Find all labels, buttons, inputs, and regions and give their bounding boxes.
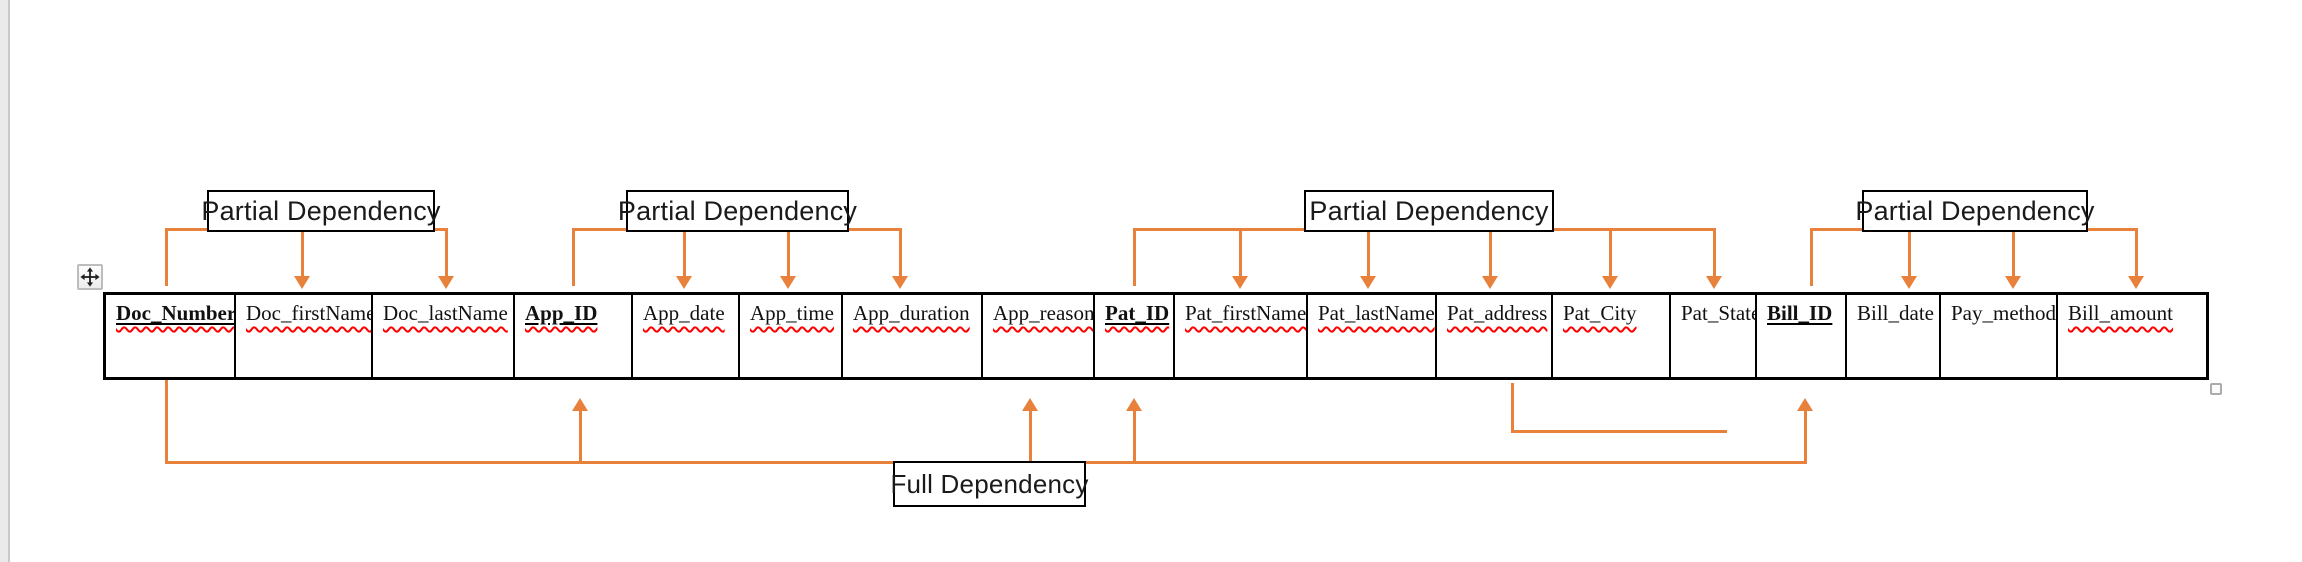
arrow-down-icon [438,276,454,289]
bracket-line [573,228,626,231]
connector-line [898,228,902,276]
bracket-line [1811,228,1862,231]
arrow-up-icon [572,398,588,411]
connector-line [1907,232,1911,276]
connector-line [300,232,304,276]
arrow-down-icon [1482,276,1498,289]
arrow-down-icon [780,276,796,289]
column-cell-Pat_firstName: Pat_firstName [1175,295,1308,377]
partial-dependency-box-pat: Partial Dependency [1304,190,1554,232]
partial-dependency-label: Partial Dependency [1309,195,1549,226]
connector-line [1488,232,1492,276]
connector-line [1803,410,1807,461]
arrow-up-icon [1797,398,1813,411]
arrow-down-icon [2128,276,2144,289]
move-icon [80,267,100,287]
connector-line [786,232,790,276]
arrow-down-icon [892,276,908,289]
column-cell-App_date: App_date [633,295,740,377]
connector-line [1028,410,1032,461]
column-cell-Pat_address: Pat_address [1437,295,1553,377]
table-resize-handle[interactable] [2210,383,2222,395]
connector-line [1132,410,1136,461]
arrow-down-icon [1360,276,1376,289]
connector-line [1366,232,1370,276]
connector-line [2011,232,2015,276]
column-cell-Doc_Number: Doc_Number [106,295,236,377]
connector-line [1608,228,1612,276]
partial-dependency-box-app: Partial Dependency [618,190,857,232]
arrow-up-icon [1126,398,1142,411]
column-cell-App_time: App_time [740,295,843,377]
connector-line [2134,228,2138,276]
column-cell-Pat_City: Pat_City [1553,295,1671,377]
partial-dependency-label: Partial Dependency [617,195,858,226]
column-cell-Pat_ID: Pat_ID [1095,295,1175,377]
bracket-line [435,228,447,231]
connector-line [682,232,686,276]
column-cell-App_duration: App_duration [843,295,983,377]
bracket-line [1554,228,1715,231]
page-margin-strip [0,0,10,562]
bracket-line [166,228,207,231]
column-cell-Pay_method: Pay_method [1941,295,2058,377]
column-cell-Bill_ID: Bill_ID [1757,295,1847,377]
column-cell-Pat_lastName: Pat_lastName [1308,295,1437,377]
connector-line [1238,228,1242,276]
partial-dependency-label: Partial Dependency [1855,195,2095,226]
arrow-down-icon [676,276,692,289]
arrow-down-icon [1706,276,1722,289]
column-cell-Bill_date: Bill_date [1847,295,1941,377]
column-cell-Pat_State: Pat_State [1671,295,1757,377]
arrow-up-icon [1022,398,1038,411]
column-cell-Doc_lastName: Doc_lastName [373,295,515,377]
arrow-down-icon [294,276,310,289]
determinant-line [571,228,575,286]
table-move-handle[interactable] [77,264,103,290]
connector-line [444,228,448,276]
arrow-down-icon [1901,276,1917,289]
partial-dependency-box-bill: Partial Dependency [1855,190,2094,232]
bracket-line [1134,228,1304,231]
column-cell-App_reason: App_reason [983,295,1095,377]
full-dependency-label: Full Dependency [890,468,1089,499]
determinant-line [1809,228,1813,286]
determinant-line [164,228,168,286]
pat-address-line [1511,430,1727,433]
bracket-line [2088,228,2137,231]
arrow-down-icon [1602,276,1618,289]
column-cell-App_ID: App_ID [515,295,633,377]
arrow-down-icon [1232,276,1248,289]
column-cell-Doc_firstName: Doc_firstName [236,295,373,377]
arrow-down-icon [2005,276,2021,289]
column-cell-Bill_amount: Bill_amount [2068,301,2173,325]
connector-line [578,410,582,461]
determinant-line [1132,228,1136,286]
connector-line [1712,228,1716,276]
bracket-line [849,228,901,231]
full-dependency-box: Full Dependency [890,461,1089,507]
partial-dependency-label: Partial Dependency [201,195,441,226]
pat-address-drop [1510,383,1514,433]
full-dependency-drop [164,380,168,464]
partial-dependency-box-doc: Partial Dependency [201,190,440,232]
